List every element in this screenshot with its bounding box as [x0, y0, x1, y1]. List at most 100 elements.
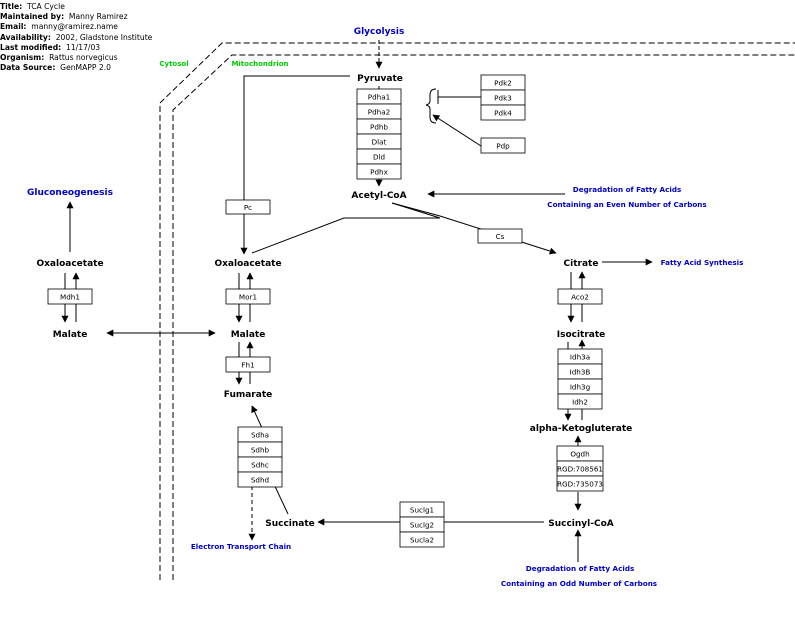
- gene-pdh-4[interactable]: Dld: [356, 148, 402, 165]
- gene-idh-0[interactable]: Idh3a: [557, 348, 603, 365]
- gene-idh-3[interactable]: Idh2: [557, 393, 603, 410]
- gene-label: Dlat: [372, 138, 387, 147]
- header-label: Organism:: [0, 53, 45, 63]
- gene-label: Aco2: [571, 293, 589, 302]
- compartment-cytosol: Cytosol: [159, 60, 188, 68]
- gene-label: Pdk3: [494, 94, 512, 103]
- pathway-degradation-even-1: Degradation of Fatty Acids: [573, 185, 682, 194]
- gene-sucl-1[interactable]: Suclg2: [399, 516, 445, 533]
- gene-label: Ogdh: [570, 450, 589, 459]
- pathway-gluconeogenesis: Gluconeogenesis: [27, 188, 113, 198]
- gene-pdk-0[interactable]: Pdk2: [480, 74, 526, 91]
- header-label: Data Source:: [0, 63, 56, 73]
- gene-pdh-1[interactable]: Pdha2: [356, 103, 402, 120]
- gene-label: Suclg1: [410, 506, 434, 515]
- gene-label: Idh3a: [570, 353, 590, 362]
- gene-label: Pdhb: [370, 123, 388, 132]
- header-label: Title:: [0, 2, 23, 11]
- header-row: Maintained by: Manny Ramirez: [0, 12, 152, 22]
- gene-label: Pdk2: [494, 79, 512, 88]
- gene-label: Sdhd: [251, 476, 269, 485]
- pathway-electron-transport-chain: Electron Transport Chain: [191, 542, 291, 551]
- metabolite-malate: Malate: [231, 330, 266, 340]
- gene-sucl-0[interactable]: Suclg1: [399, 501, 445, 518]
- pathway-fatty-acid-synthesis: Fatty Acid Synthesis: [661, 258, 744, 267]
- gene-label: Mdh1: [60, 293, 80, 302]
- gene-label: Suclg2: [410, 521, 434, 530]
- gene-cs[interactable]: Cs: [477, 228, 523, 244]
- metabolite-succinyl-coa: Succinyl-CoA: [548, 519, 614, 529]
- pathway-glycolysis: Glycolysis: [354, 27, 405, 37]
- gene-label: Idh3g: [570, 383, 590, 392]
- gene-ogdh-1[interactable]: RGD:708561: [556, 460, 604, 477]
- gene-mor1[interactable]: Mor1: [225, 288, 271, 305]
- gene-label: Idh3B: [570, 368, 591, 377]
- gene-pdh-3[interactable]: Dlat: [356, 133, 402, 150]
- header-row: Email: manny@ramirez.name: [0, 22, 152, 32]
- pathway-degradation-odd-1: Degradation of Fatty Acids: [526, 564, 635, 573]
- pdh-regulation-brace: [425, 88, 437, 124]
- metabolite-oxaloacetate: Oxaloacetate: [214, 259, 281, 269]
- header-value: manny@ramirez.name: [26, 22, 118, 32]
- compartment-boundaries: [159, 42, 795, 580]
- gene-pdh-0[interactable]: Pdha1: [356, 88, 402, 105]
- header-value: 2002, Gladstone Institute: [50, 32, 153, 42]
- gene-label: Pdha1: [368, 93, 390, 102]
- gene-fh1[interactable]: Fh1: [225, 356, 271, 373]
- gene-label: Pdp: [496, 142, 510, 151]
- metabolite-oxaloacetate-cytosol: Oxaloacetate: [36, 259, 103, 269]
- gene-label: RGD:708561: [557, 465, 603, 474]
- metabolite-succinate: Succinate: [265, 519, 315, 529]
- metabolite-acetyl-coa: Acetyl-CoA: [351, 191, 406, 201]
- gene-label: Sdhc: [251, 461, 269, 470]
- gene-label: Idh2: [572, 398, 588, 407]
- metabolite-malate-cytosol: Malate: [53, 330, 88, 340]
- gene-label: Pdhx: [370, 168, 388, 177]
- header-row: Title: TCA Cycle: [0, 2, 152, 12]
- gene-pdh-5[interactable]: Pdhx: [356, 163, 402, 180]
- metabolite-fumarate: Fumarate: [224, 390, 272, 400]
- gene-sdh-0[interactable]: Sdha: [237, 426, 283, 443]
- header-value: 11/17/03: [61, 42, 101, 52]
- gene-sdh-3[interactable]: Sdhd: [237, 471, 283, 488]
- gene-mdh1[interactable]: Mdh1: [47, 288, 93, 305]
- gene-pdk-2[interactable]: Pdk4: [480, 104, 526, 121]
- header-label: Email:: [0, 22, 27, 32]
- pathway-degradation-even-2: Containing an Even Number of Carbons: [547, 200, 706, 209]
- metabolite-pyruvate: Pyruvate: [357, 74, 403, 84]
- gene-label: Cs: [496, 232, 505, 241]
- header-value: Manny Ramirez: [64, 12, 128, 22]
- gene-idh-1[interactable]: Idh3B: [557, 363, 603, 380]
- gene-ogdh-2[interactable]: RGD:735073: [556, 475, 604, 492]
- metabolite-isocitrate: Isocitrate: [557, 330, 606, 340]
- header-value: Rattus norvegicus: [44, 53, 118, 63]
- compartment-mitochondrion: Mitochondrion: [231, 60, 288, 68]
- header-value: TCA Cycle: [22, 2, 65, 11]
- gene-pdp[interactable]: Pdp: [480, 137, 526, 154]
- header-value: GenMAPP 2.0: [55, 63, 111, 73]
- pathway-degradation-odd-2: Containing an Odd Number of Carbons: [501, 579, 657, 588]
- gene-sucl-2[interactable]: Sucla2: [399, 531, 445, 548]
- header-row: Organism: Rattus norvegicus: [0, 53, 152, 63]
- header-label: Availability:: [0, 32, 51, 42]
- gene-label: RGD:735073: [557, 480, 603, 489]
- gene-label: Sdhb: [251, 446, 270, 455]
- gene-idh-2[interactable]: Idh3g: [557, 378, 603, 395]
- gene-label: Fh1: [241, 361, 254, 370]
- metabolite-alpha-ketoglutarate: alpha-Ketogluterate: [530, 424, 632, 434]
- gene-sdh-1[interactable]: Sdhb: [237, 441, 283, 458]
- gene-pdh-2[interactable]: Pdhb: [356, 118, 402, 135]
- gene-sdh-2[interactable]: Sdhc: [237, 456, 283, 473]
- header-row: Availability: 2002, Gladstone Institute: [0, 33, 152, 43]
- gene-pdk-1[interactable]: Pdk3: [480, 89, 526, 106]
- gene-aco2[interactable]: Aco2: [557, 288, 603, 305]
- gene-label: Pdk4: [494, 109, 512, 118]
- gene-label: Dld: [373, 153, 385, 162]
- metabolite-citrate: Citrate: [564, 259, 599, 269]
- header-label: Maintained by:: [0, 12, 65, 22]
- gene-ogdh-0[interactable]: Ogdh: [556, 445, 604, 462]
- gene-label: Mor1: [239, 293, 257, 302]
- gene-pc[interactable]: Pc: [225, 199, 271, 215]
- header-row: Last modified: 11/17/03: [0, 43, 152, 53]
- gene-label: Sucla2: [410, 536, 434, 545]
